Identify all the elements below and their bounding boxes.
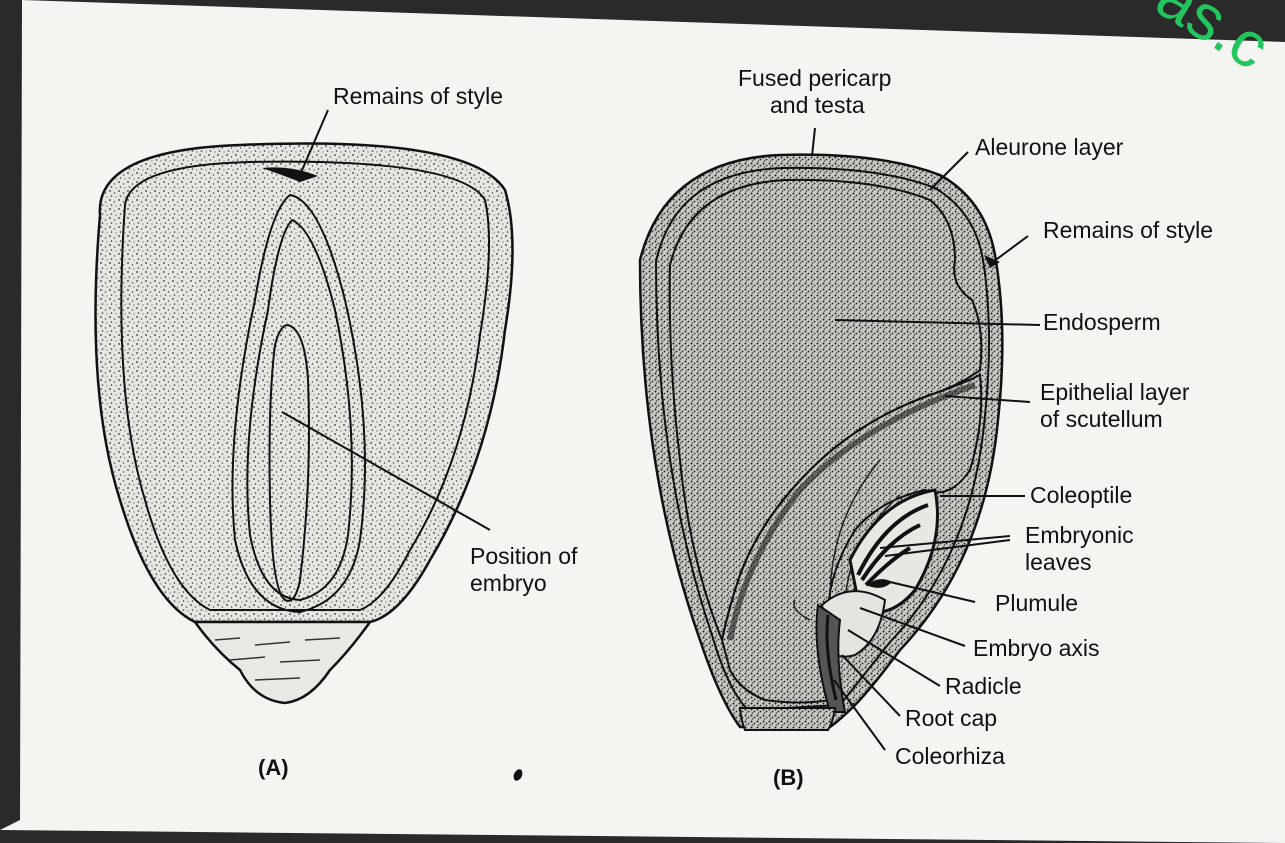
label-plumule: Plumule xyxy=(995,590,1078,616)
caption-a: (A) xyxy=(258,755,289,780)
label-epithelial-2: of scutellum xyxy=(1040,406,1163,432)
label-fused-pericarp-2: and testa xyxy=(770,92,865,118)
label-radicle: Radicle xyxy=(945,673,1022,699)
label-coleorhiza: Coleorhiza xyxy=(895,743,1005,769)
label-endosperm: Endosperm xyxy=(1043,309,1161,335)
label-coleoptile: Coleoptile xyxy=(1030,482,1132,508)
caption-b: (B) xyxy=(773,765,804,790)
label-remains-of-style-b: Remains of style xyxy=(1043,217,1213,243)
label-aleurone-layer: Aleurone layer xyxy=(975,134,1124,160)
label-position-of-embryo-2: embryo xyxy=(470,570,547,596)
label-embryonic-1: Embryonic xyxy=(1025,522,1134,548)
label-embryo-axis: Embryo axis xyxy=(973,635,1100,661)
label-epithelial-1: Epithelial layer xyxy=(1040,379,1190,405)
label-root-cap: Root cap xyxy=(905,705,997,731)
label-fused-pericarp-1: Fused pericarp xyxy=(738,65,891,91)
label-position-of-embryo-1: Position of xyxy=(470,543,578,569)
label-remains-of-style-a: Remains of style xyxy=(333,83,503,109)
grain-b-base xyxy=(740,708,835,730)
label-embryonic-2: leaves xyxy=(1025,549,1091,575)
